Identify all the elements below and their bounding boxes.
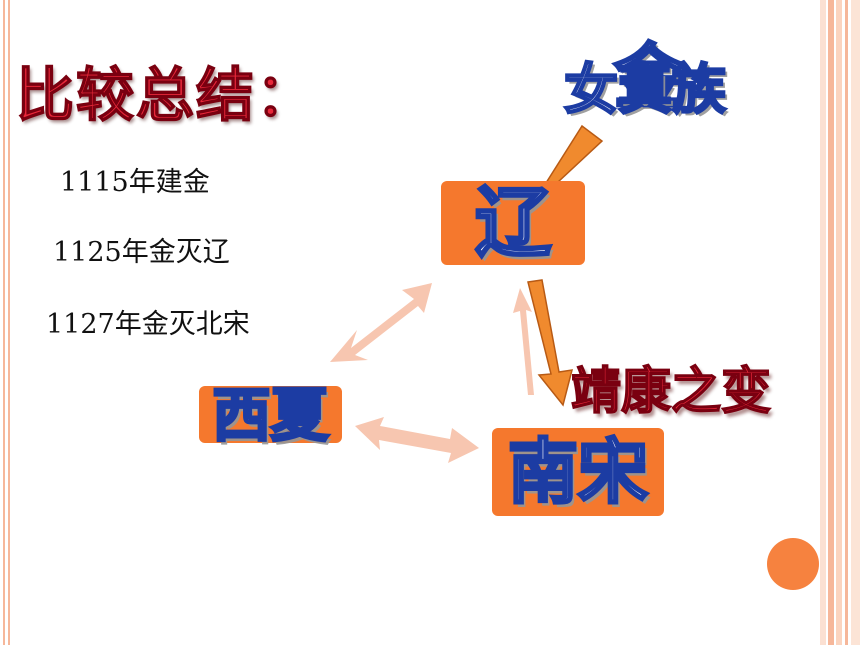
arrow-xixia-nansong [355, 417, 479, 463]
fact-1125: 1125年金灭辽 [53, 237, 230, 268]
node-liao: 辽 [441, 181, 585, 265]
left-border-decoration [0, 0, 11, 645]
right-border-decoration [820, 0, 860, 645]
fact-1127: 1127年金灭北宋 [46, 309, 250, 340]
arrow-nansong-liao-pale [513, 288, 534, 395]
node-nansong-label: 南宋 [507, 431, 650, 513]
node-liao-label: 辽 [474, 178, 553, 267]
slide-title: 比较总结： [15, 60, 317, 130]
arrow-liao-nansong [527, 279, 574, 407]
fact-1115: 1115年建金 [60, 167, 210, 198]
node-jin-label: 金 [613, 36, 686, 118]
label-nuzhen: 女真族 [563, 58, 728, 121]
node-xixia-label: 西夏 [211, 380, 330, 449]
node-xixia: 西夏 [199, 380, 342, 449]
decorative-circle [767, 538, 819, 590]
label-jingkang: 靖康之变 [570, 362, 772, 420]
arrow-xixia-liao [330, 283, 432, 362]
node-nansong: 南宋 [492, 428, 664, 516]
